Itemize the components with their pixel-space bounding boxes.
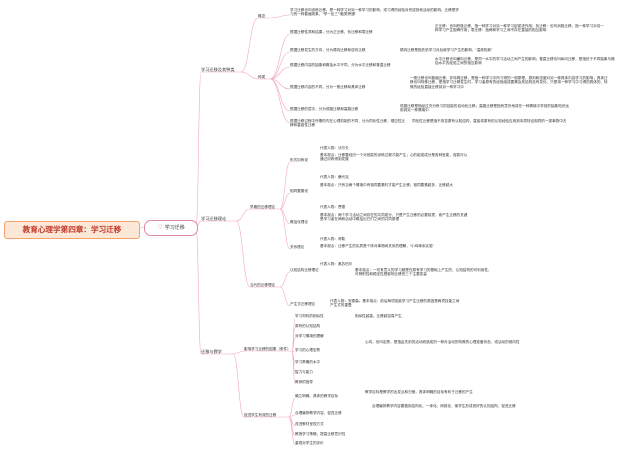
link-early-2 [279,192,291,210]
node-promote-transfer[interactable]: 促进学生有效的迁移 [244,413,277,417]
link-early [235,208,280,222]
root-topic[interactable]: 教育心理学第四章：学习迁移 [4,221,140,239]
promote-evaluation[interactable]: 重视对学生的评价 [295,441,324,445]
node-identical-elements[interactable]: 相同要素说 [290,189,308,193]
promote-strategy[interactable]: 教授学习策略，提高迁移意识性 [295,432,346,436]
structure-rep: 代表人物：奥苏伯尔 [320,262,353,266]
factor-intelligence[interactable]: 智力与能力 [295,370,313,374]
central-topic[interactable]: ♡学习迁移 [144,220,198,236]
factor-similarity-text: 相似性越高，迁移越容易产生 [355,314,402,318]
central-topic-label: 学习迁移 [164,225,185,231]
promote-content-text: 合理编排教学内容要做到结构化、一体化、网络化，使学生形成良好的认知结构，促进迁移 [372,404,516,408]
type-content[interactable]: 根据迁移内容的不同，分为一般迁移和具体迁移 [290,85,366,89]
heart-outline-icon: ♡ [157,225,163,231]
link-modern [235,220,280,288]
promote-goal-text: 教学目标是教学的出发点和归宿，具体明确的目标有利于迁移的产生 [365,390,473,394]
node-production-theory[interactable]: 产生式迁移理论 [290,302,316,306]
type-direction-text: 顺向迁移是指先前学习对后继学习产生的影响，“温故知新” [400,48,493,52]
link-type-2 [269,51,291,80]
type-abstraction-text: 水平迁移也叫横向迁移，是同一水平的学习活动之间产生的影响；垂直迁移也叫纵向迁移，… [435,57,615,66]
general-rep: 代表人物：贾德 [320,205,346,209]
node-types[interactable]: 种类 [258,75,266,79]
type-mechanism[interactable]: 根据迁移过程中所需的内在心理机制的不同，分为同化性迁移、顺应性迁移和重组性迁移 [290,119,405,128]
link-factor-3 [291,337,296,352]
branch-types-of-transfer[interactable]: 学习迁移及其种类 [201,67,235,72]
link-types [240,71,270,80]
node-early-theory[interactable]: 早期的迁移理论 [250,205,276,209]
factor-mental-set-text: 心向，也叫定势，是指由先前的活动而造成的一种对活动的特殊的心理准备状态，或活动的… [365,340,520,344]
factor-cognitive-structure[interactable]: 原有的认知结构 [295,324,321,328]
structure-text: 基本观点：一切有意义的学习都是在原有学习的基础上产生的，认知结构的可利用性、可辨… [355,268,492,277]
factor-mental-set[interactable]: 学习的心理定势 [295,348,321,352]
production-text: 代表人物：安德森。基本观点：前后两项技能学习产生迁移的原因是两项技能之间产生式的… [330,299,460,308]
link-modern-2 [279,286,291,307]
branch-transfer-teaching[interactable]: 迁移与教学 [201,349,222,354]
type-direction[interactable]: 根据迁移发生的方向，分为顺向迁移和逆向迁移 [290,48,366,52]
factor-similarity[interactable]: 学习材料的相似性 [295,314,324,318]
link-center-b1 [195,71,241,228]
link-promote-1 [288,397,296,418]
link-early-4 [279,208,291,250]
promote-materials[interactable]: 改进教材呈现方式 [295,422,324,426]
promote-content[interactable]: 合理编排教学内容，促进迁移 [295,411,342,415]
link-center-b3 [195,226,233,355]
type-nature[interactable]: 根据迁移性质和结果，分为正迁移、负迁移和零迁移 [290,30,373,34]
general-text: 基本观点：两个学习活动之间存在的共同成分，只是产生迁移的必要前提，而产生迁移的关… [320,213,468,222]
type-nature-text: 正迁移：也叫积极迁移，指一种学习对另一种学习起促进作用；负迁移：也叫消极迁移，指… [435,24,604,33]
link-concept-text [270,14,291,19]
factor-strategy[interactable]: 学习策略的水平 [295,360,321,364]
node-formal-discipline[interactable]: 形式训练说 [290,158,308,162]
type-abstraction[interactable]: 根据迁移内容的抽象和概括水平不同，分为水平迁移和垂直迁移 [290,63,391,67]
relation-rep: 代表人物：苛勒 [320,237,346,241]
node-modern-theory[interactable]: 当代的迁移理论 [250,283,276,287]
node-generalization[interactable]: 概括化理论 [290,220,308,224]
type-content-text: 一般迁移也叫普遍迁移、非特殊迁移，是指一种学习中所习得的一般原理、原则和态度对另… [410,76,608,89]
relation-text: 基本观点：迁移产生的实质是个体对事物间关系的理解，“小鸡啄米实验” [320,244,434,248]
type-level[interactable]: 根据迁移的层次，分为低路迁移和高路迁移 [290,107,359,111]
link-type-6 [269,78,291,124]
node-concept[interactable]: 概念 [258,14,266,18]
link-type-1 [269,33,291,80]
formal-rep: 代表人物：沃尔夫 [320,146,349,150]
link-early-3 [279,208,291,225]
node-relation-theory[interactable]: 关系理论 [290,245,305,249]
link-modern-1 [279,271,291,288]
link-promote-5 [288,416,296,446]
link-factor-7 [291,350,296,385]
link-early-1 [279,161,291,210]
factor-situation[interactable]: 对学习情境的理解 [295,334,324,338]
identical-rep: 代表人物：桑代克 [320,175,349,179]
type-mechanism-text: 同化性迁移是指不改变原有认知结构，直接将原有的认知经验应用到本质特征相同的一类事… [412,119,567,123]
identical-text: 基本观点：只有当两个情境中有相同要素时才能产生迁移；相同要素越多，迁移越大 [320,183,453,187]
link-center-b2 [195,220,236,228]
formal-text: 基本观点：迁移要经历一个对官能的训练过程才能产生；心的组成成分是各种官能，官能可… [320,153,468,162]
link-factors [232,350,292,355]
concept-text: 学习迁移也叫训练迁移，是一种学习对另一种学习的影响，或习得的经验对完成其他活动的… [290,8,459,17]
branch-transfer-theory[interactable]: 学习迁移理论 [201,216,227,221]
link-concept [240,17,270,73]
promote-goal[interactable]: 确立明确、具体的教学目标 [295,394,339,398]
link-type-3 [269,66,291,80]
node-cognitive-structure[interactable]: 认知结构迁移理论 [290,268,319,272]
factor-teacher[interactable]: 教师的指导 [295,380,313,384]
node-influencing-factors[interactable]: 影响学习迁移的因素（条件） [244,347,291,351]
link-promote [232,353,289,418]
type-level-text: 低路迁移是指经过充分练习的技能的自动化迁移；高路迁移是指有意识地将在一种情境中学… [400,104,569,113]
